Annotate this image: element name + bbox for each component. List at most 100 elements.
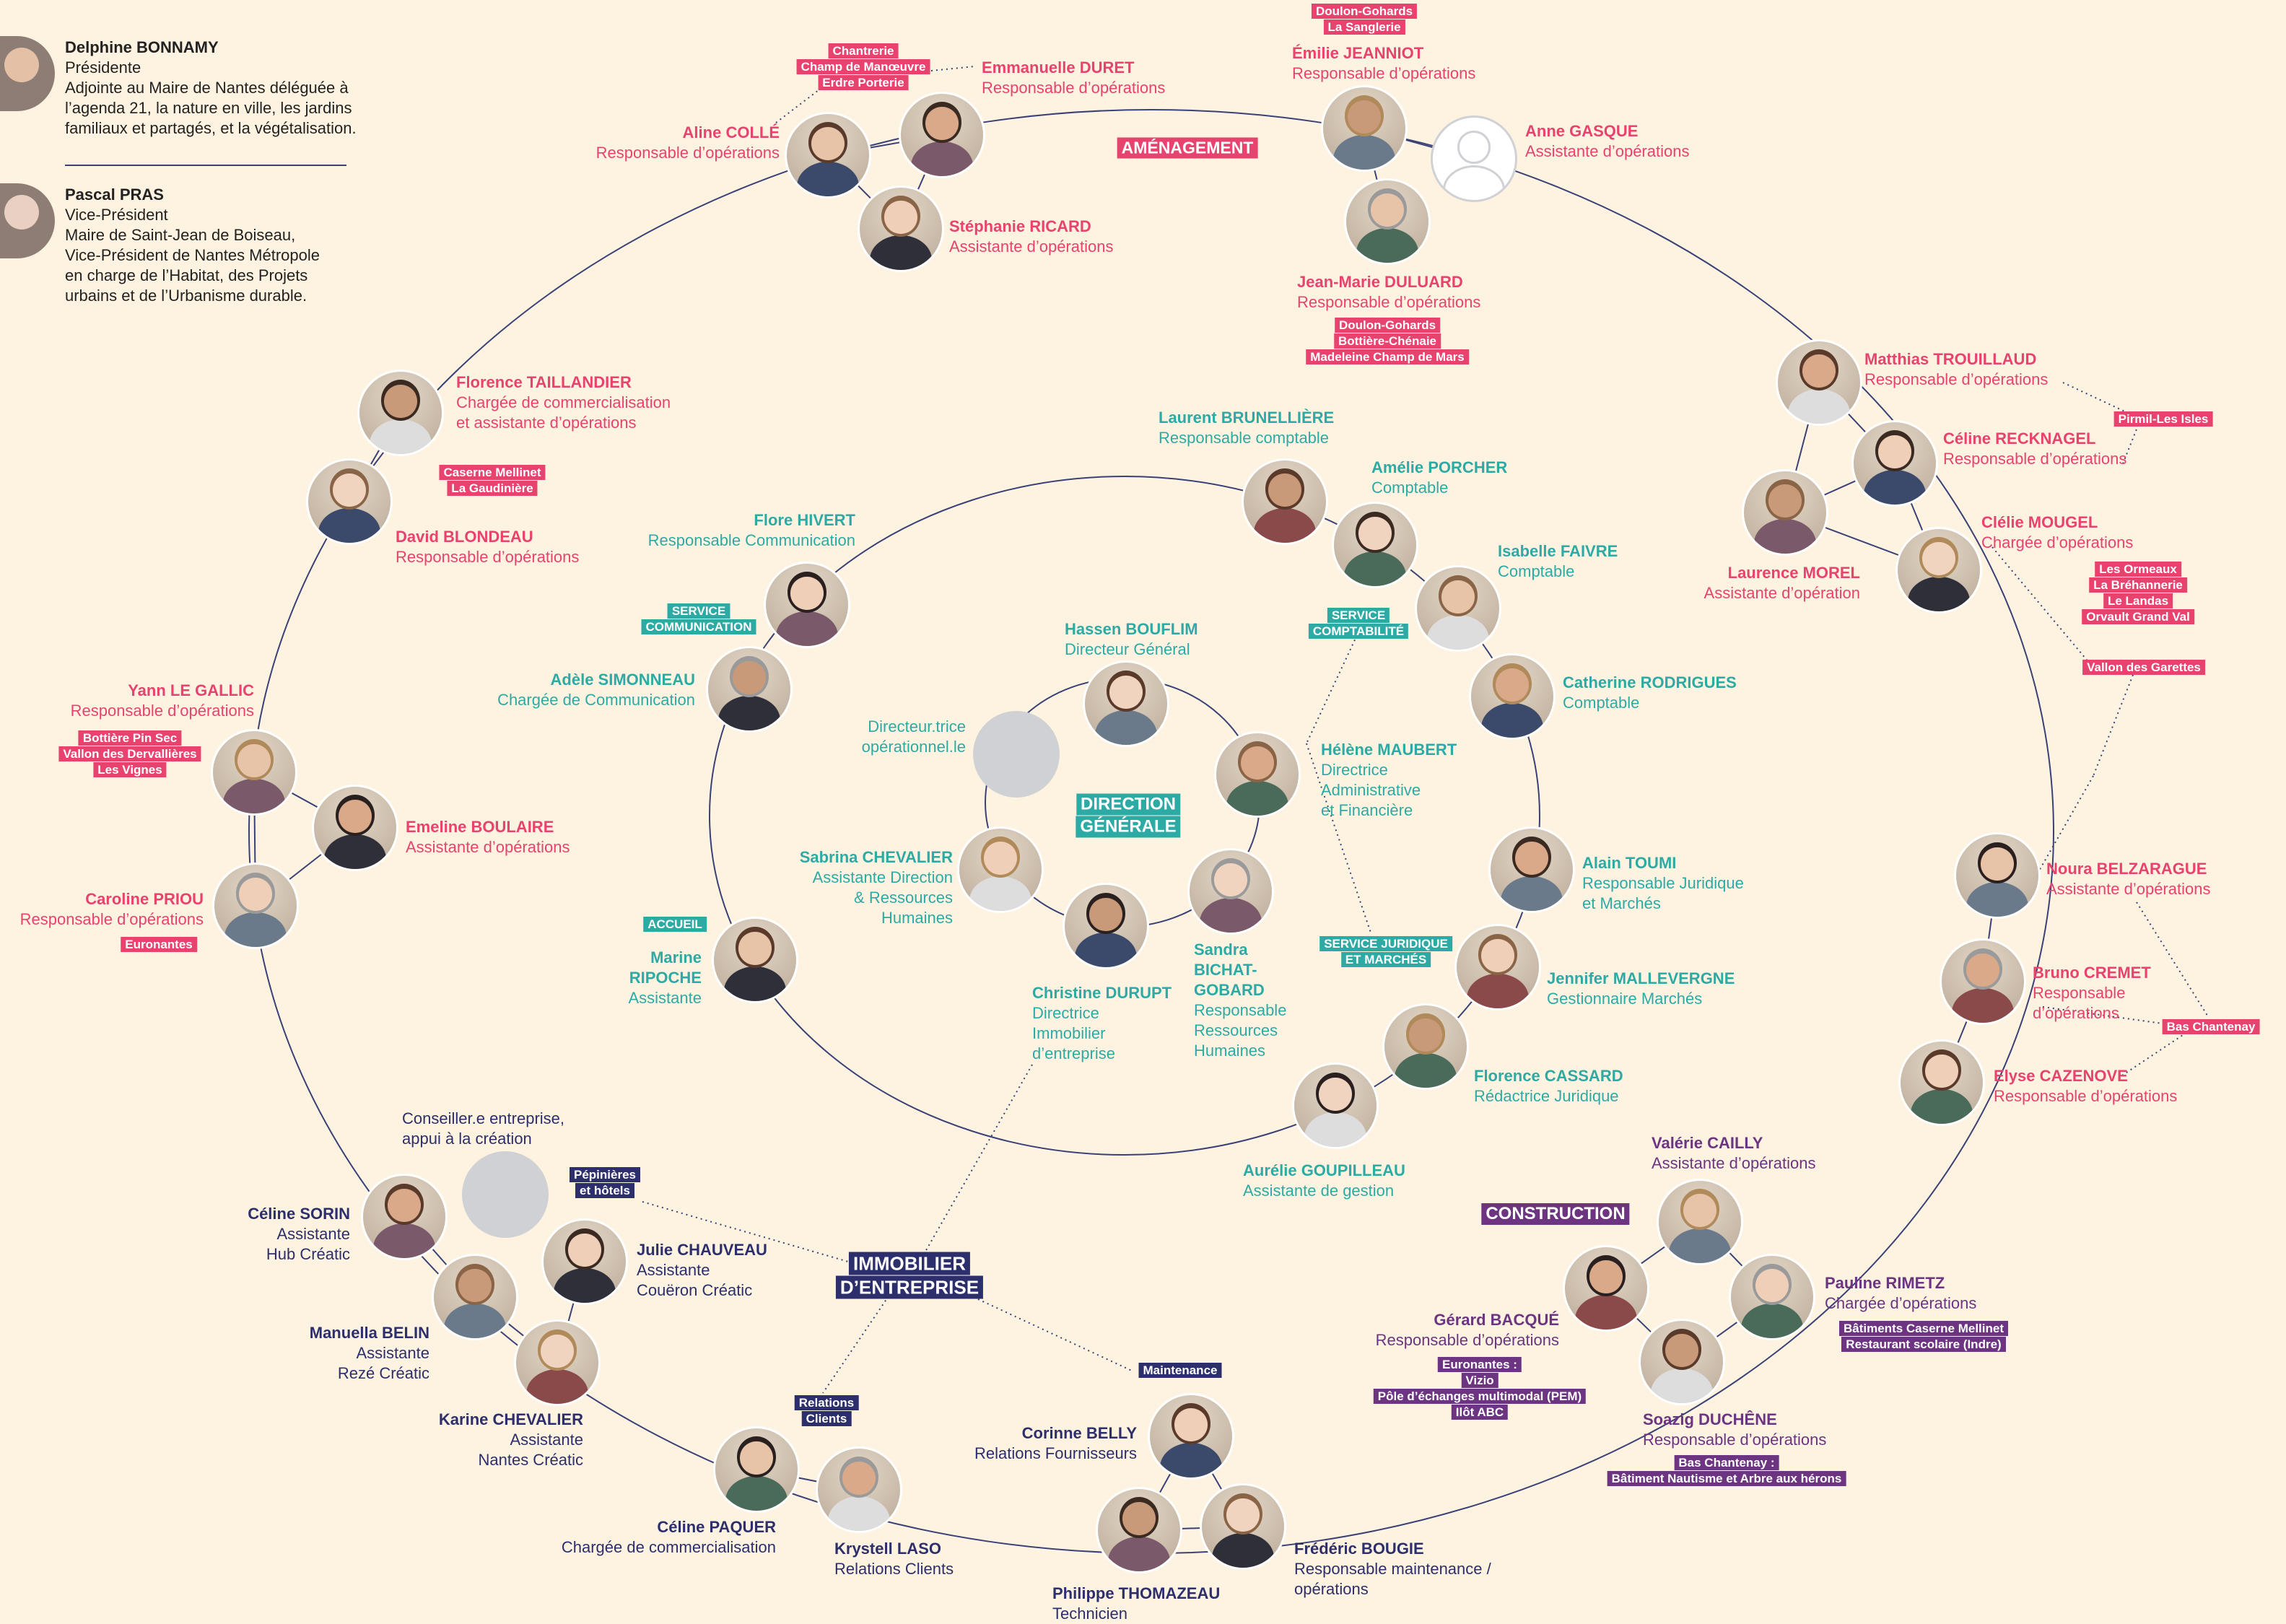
florencet-role: Chargée de commercialisation — [456, 393, 671, 411]
dotted-leaders — [642, 66, 2209, 1394]
project-tag: Pépinières — [570, 1167, 640, 1182]
christine-photo — [1063, 883, 1149, 969]
krystell-photo — [816, 1446, 902, 1533]
jennifer-name: Jennifer MALLEVERGNE — [1547, 969, 1735, 987]
conseiller-role: Conseiller.e entreprise, — [402, 1109, 565, 1127]
project-tag: Les Vignes — [93, 762, 167, 777]
soazig-photo — [1639, 1319, 1725, 1405]
elyse-photo — [1898, 1039, 1985, 1126]
catherine-photo — [1469, 653, 1556, 740]
aurelie-name: Aurélie GOUPILLEAU — [1243, 1161, 1405, 1179]
clelie-role: Chargée d’opérations — [1981, 533, 2134, 551]
catherine-role: Comptable — [1563, 694, 1640, 712]
noura-photo — [1954, 832, 2041, 919]
celinep-name: Céline PAQUER — [657, 1518, 776, 1536]
krystell-role: Relations Clients — [834, 1560, 954, 1578]
corinne-role: Relations Fournisseurs — [974, 1444, 1137, 1462]
karine-name: Karine CHEVALIER — [438, 1410, 583, 1428]
laurence-photo — [1742, 469, 1828, 556]
project-tag: Vallon des Dervallières — [58, 746, 201, 761]
soazig-name: Soazig DUCHÊNE — [1643, 1410, 1777, 1428]
sabrina-role: Assistante Direction — [812, 868, 953, 886]
helene-role: et Financière — [1321, 801, 1413, 819]
emmanuelle-photo — [899, 92, 985, 178]
helene-name: Hélène MAUBERT — [1321, 741, 1457, 759]
clelie-name: Clélie MOUGEL — [1981, 513, 2098, 531]
sandra-name-line: BICHAT- — [1194, 961, 1257, 979]
stephanie-photo — [858, 185, 944, 272]
immobilier-section-line: IMMOBILIER — [849, 1252, 970, 1275]
frederic-role: opérations — [1294, 1580, 1369, 1598]
corinne-label: Corinne BELLY Relations Fournisseurs — [974, 1423, 1137, 1464]
sandra-role: Ressources — [1194, 1021, 1278, 1039]
helene-role: Directrice — [1321, 761, 1388, 779]
project-tag: COMPTABILITÉ — [1308, 624, 1409, 639]
project-tag: Bas Chantenay — [2162, 1019, 2260, 1034]
david-photo — [306, 458, 393, 545]
bruno-photo — [1940, 938, 2026, 1025]
bruno-role: d’opérations — [2033, 1004, 2119, 1022]
project-tag: ACCUEIL — [643, 917, 707, 932]
construction-section-line: CONSTRUCTION — [1481, 1203, 1630, 1225]
frederic-photo — [1200, 1483, 1286, 1570]
valerie-name: Valérie CAILLY — [1652, 1134, 1763, 1152]
sandra-role: Humaines — [1194, 1042, 1266, 1060]
david-role: Responsable d’opérations — [396, 548, 580, 566]
david-name: David BLONDEAU — [396, 528, 533, 546]
celiner-name: Céline RECKNAGEL — [1943, 429, 2096, 448]
anne-role: Assistante d’opérations — [1525, 142, 1690, 160]
flore-name: Flore HIVERT — [754, 511, 855, 529]
caroline-role: Responsable d’opérations — [19, 910, 204, 928]
sandra-role: Responsable — [1194, 1001, 1287, 1019]
sabrina-role: Humaines — [881, 909, 953, 927]
laurence-role: Assistante d’opération — [1703, 584, 1860, 602]
project-tag: COMMUNICATION — [641, 619, 756, 634]
alain-name: Alain TOUMI — [1582, 854, 1677, 872]
conseiller-role: appui à la création — [402, 1130, 532, 1148]
florencec-name: Florence CASSARD — [1474, 1067, 1623, 1085]
project-tag: Chantrerie — [828, 43, 899, 58]
isabelle-role: Comptable — [1498, 562, 1575, 580]
philippe-name: Philippe THOMAZEAU — [1052, 1584, 1221, 1602]
corinne-name: Corinne BELLY — [1021, 1424, 1137, 1442]
president-desc-2: l’agenda 21, la nature en ville, les jar… — [65, 99, 352, 117]
adele-role: Chargée de Communication — [497, 691, 695, 709]
laurent-photo — [1242, 458, 1328, 545]
anne-placeholder-photo — [1431, 115, 1517, 202]
stephanie-role: Assistante d’opérations — [949, 237, 1114, 256]
jeanmarie-role: Responsable d’opérations — [1297, 293, 1481, 311]
amenagement-section-label: AMÉNAGEMENT — [1117, 137, 1258, 160]
project-tag: Doulon-Gohards — [1334, 318, 1441, 333]
direction-section-line: GÉNÉRALE — [1076, 816, 1181, 838]
amelie-name: Amélie PORCHER — [1371, 458, 1508, 476]
celiner-photo — [1851, 420, 1938, 507]
flore-role: Responsable Communication — [647, 531, 855, 549]
adele-photo — [706, 646, 793, 733]
project-tag: Vizio — [1461, 1373, 1498, 1388]
project-tag: Erdre Porterie — [818, 75, 909, 90]
yann-photo — [211, 729, 297, 816]
project-tag: Les Ormeaux — [2095, 562, 2181, 577]
adele-name: Adèle SIMONNEAU — [550, 671, 695, 689]
pauline-name: Pauline RIMETZ — [1825, 1274, 1945, 1292]
sandra-name-line: GOBARD — [1194, 981, 1265, 999]
